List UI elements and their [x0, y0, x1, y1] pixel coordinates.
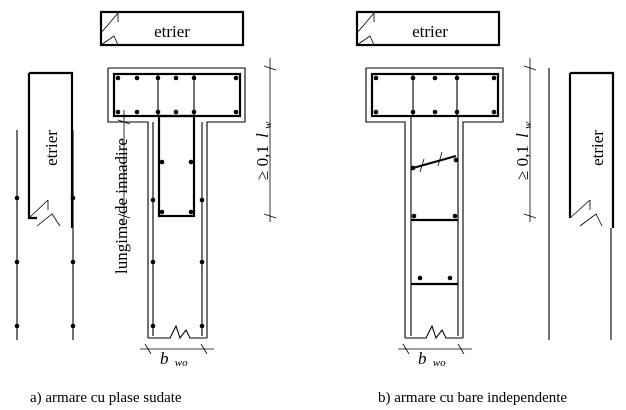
etrier-top-label-a: etrier	[154, 22, 190, 41]
width-label-a: b wo	[160, 349, 188, 369]
stirrup-sketch-side-b	[568, 71, 615, 228]
svg-text:≥ 0,1 l w: ≥ 0,1 l w	[253, 121, 274, 180]
svg-text:≥ 0,1 l w: ≥ 0,1 l w	[513, 121, 534, 180]
flange-stirrup-a	[112, 72, 242, 118]
t-section-b	[365, 67, 504, 340]
height-dimension-b	[523, 58, 537, 222]
height-symbol-b: l	[513, 133, 532, 138]
width-symbol-a: b	[160, 349, 169, 368]
etrier-side-label-a: etrier	[42, 130, 61, 166]
panel-a: etrier etrier	[14, 10, 277, 406]
web-bars-b	[410, 116, 459, 336]
t-section-a	[107, 67, 246, 340]
stirrup-sketch-top-a	[99, 10, 245, 47]
height-value-a: ≥ 0,1	[253, 145, 272, 180]
height-sub-b: w	[522, 121, 534, 129]
height-label-b: ≥ 0,1 l w	[513, 121, 534, 180]
stirrup-sketch-top-b	[355, 10, 501, 47]
independent-bars-right-b	[548, 68, 612, 340]
height-sub-a: w	[262, 121, 274, 129]
flange-stirrup-b	[370, 72, 500, 118]
width-dimension-b	[398, 343, 472, 355]
width-label-b: b wo	[418, 349, 446, 369]
height-symbol-a: l	[253, 133, 272, 138]
panel-b: etrier etrier	[355, 10, 615, 406]
width-symbol-b: b	[418, 349, 427, 368]
lap-dimension-a	[117, 110, 131, 224]
lap-stirrup-a	[157, 114, 196, 218]
stirrup-sketch-side-a	[27, 71, 74, 228]
width-dimension-a	[140, 343, 214, 355]
web-bars-a	[150, 122, 205, 336]
width-sub-b: wo	[433, 357, 446, 369]
caption-a: a) armare cu plase sudate	[30, 390, 182, 406]
welded-mesh-a	[14, 130, 76, 340]
width-sub-a: wo	[175, 357, 188, 369]
caption-b: b) armare cu bare independente	[378, 390, 567, 406]
etrier-top-label-b: etrier	[412, 22, 448, 41]
height-label-a: ≥ 0,1 l w	[253, 121, 274, 180]
height-dimension-a	[263, 58, 277, 222]
lap-length-label-a: lungime de innadire	[112, 138, 131, 274]
etrier-side-label-b: etrier	[588, 130, 607, 166]
height-value-b: ≥ 0,1	[513, 145, 532, 180]
